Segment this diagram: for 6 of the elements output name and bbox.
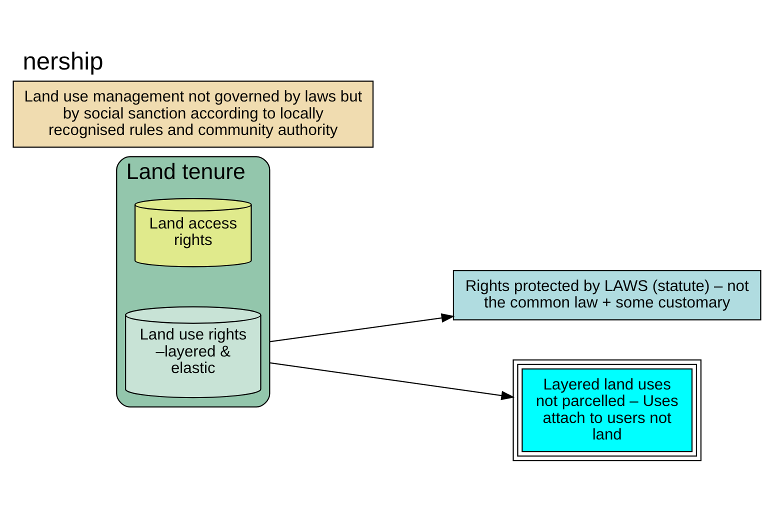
node-box: Layered land uses not parcelled – Uses attach to users not land — [512, 358, 702, 461]
diagram-title: nership — [22, 48, 104, 76]
node-box: Rights protected by LAWS (statute) – not the common law + some customary — [452, 270, 762, 320]
arrow — [270, 312, 455, 342]
node-box: Land use management not governed by laws but by social sanction according to locally recognised rules and community authority — [12, 80, 374, 148]
arrow — [270, 362, 515, 400]
